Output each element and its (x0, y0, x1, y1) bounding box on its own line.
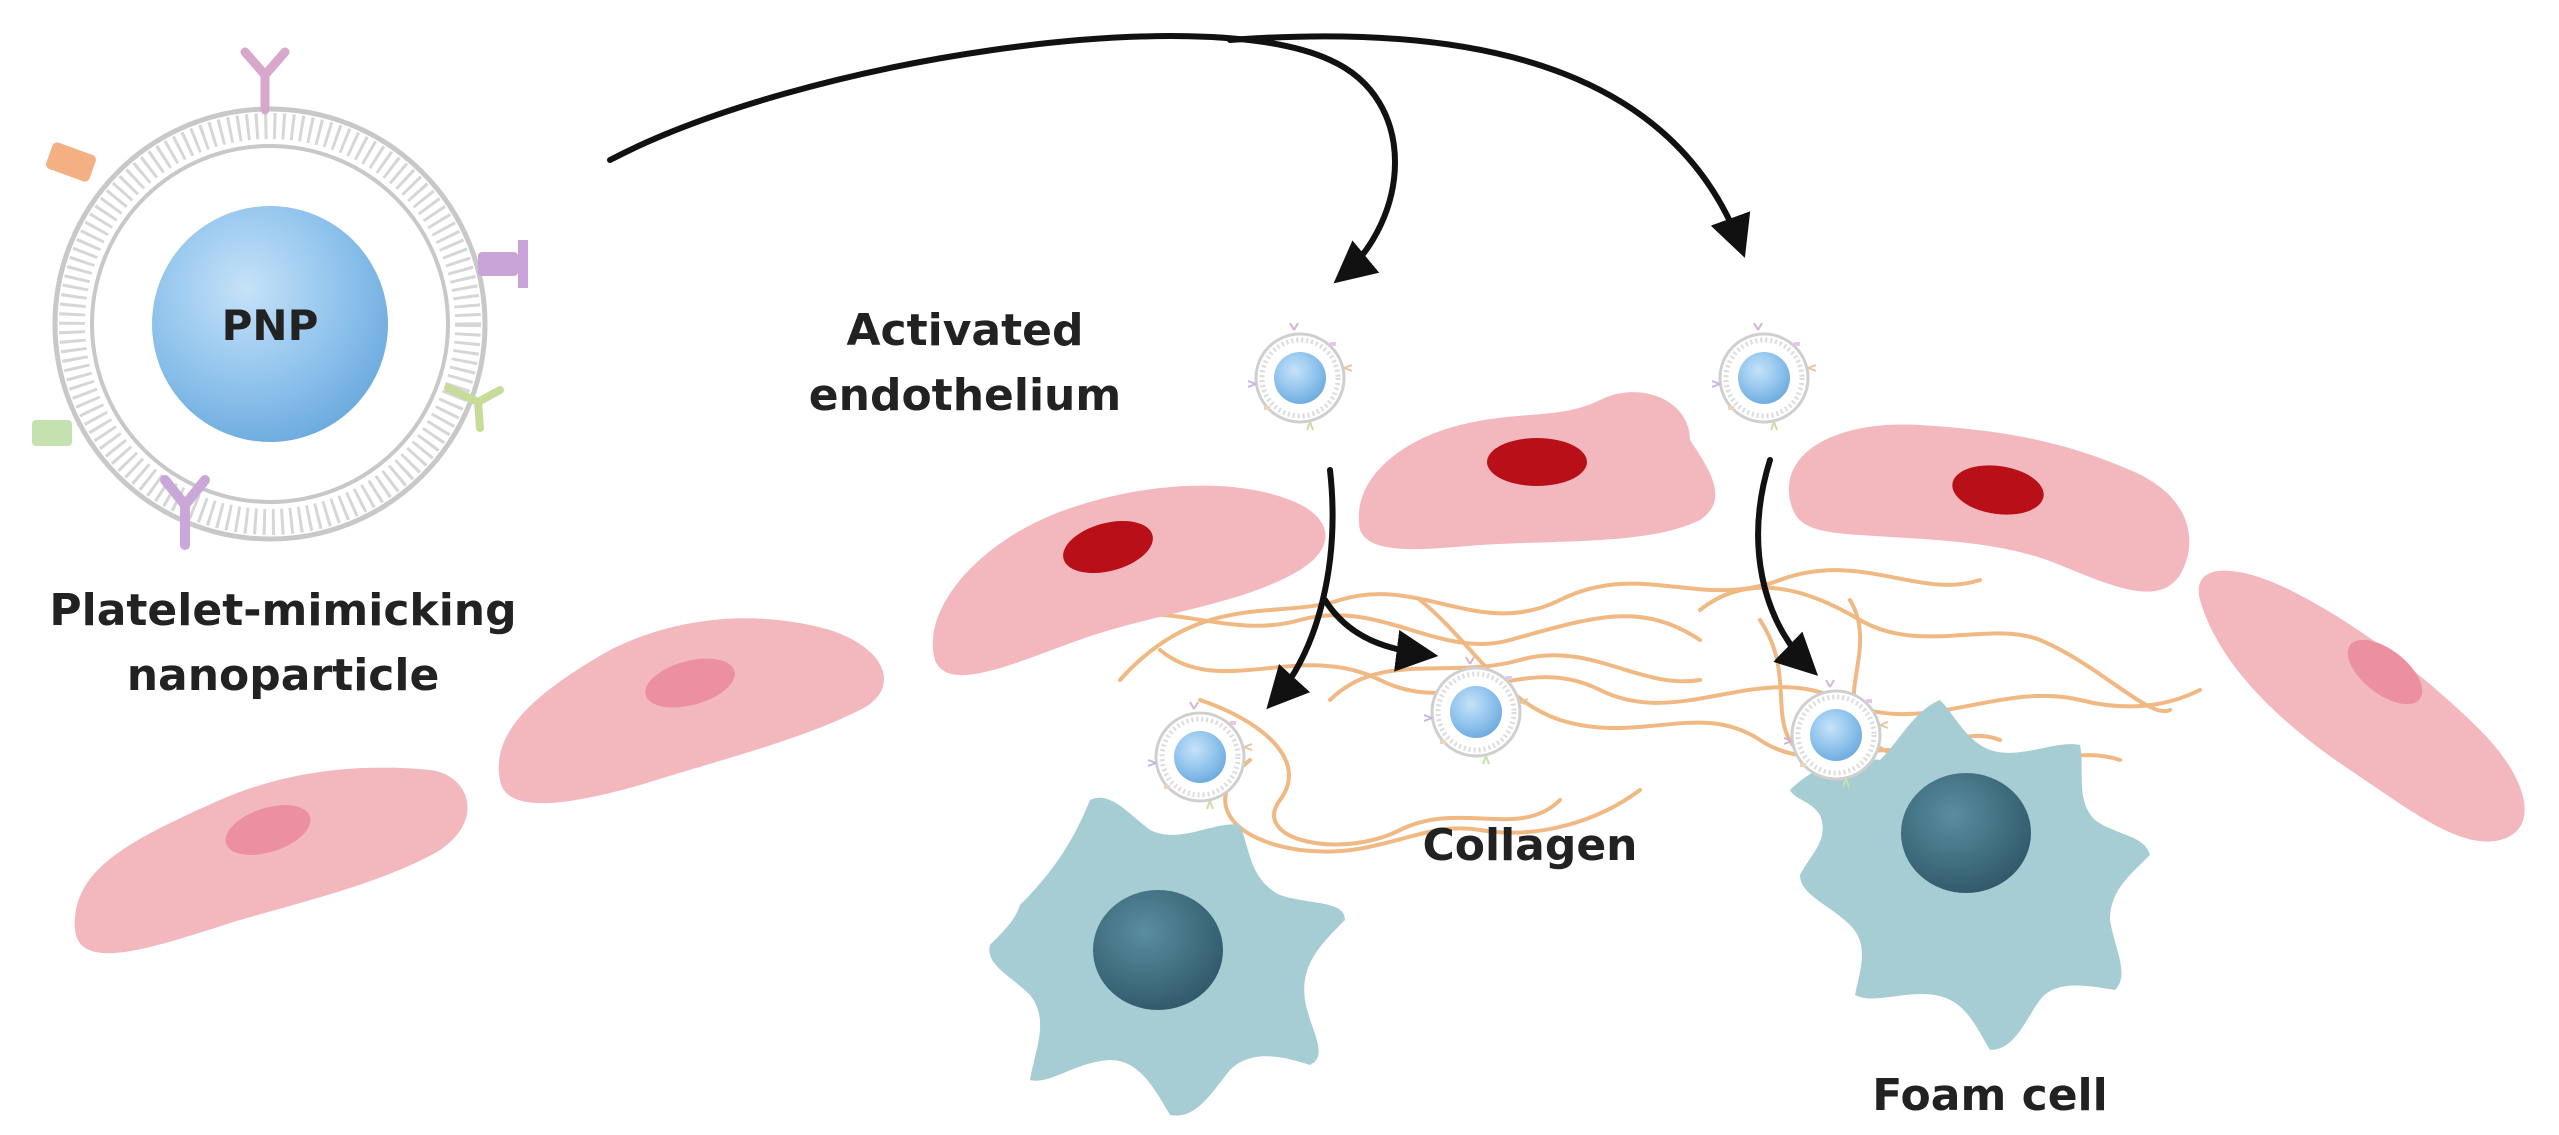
foam-cell-nucleus (1093, 890, 1223, 1010)
arrow-to-collagen (1322, 597, 1439, 672)
cell-nucleus (2347, 639, 2423, 705)
activated-endothelial-cell-1 (932, 485, 1326, 676)
endothelial-cell-3 (2198, 570, 2525, 842)
membrane-receptor-right (478, 240, 528, 288)
activated-nucleus (1487, 438, 1587, 486)
nanoparticle-bound-2 (1712, 323, 1816, 430)
pnp-large-nanoparticle: PNP (32, 47, 528, 550)
arrow-to-endothelium-1 (607, 33, 1398, 284)
nanoparticle-bound-1 (1248, 323, 1352, 430)
pnp-name-label-line1: Platelet-mimicking (49, 585, 516, 636)
foam-cell-label: Foam cell (1872, 1070, 2107, 1121)
activated-endothelial-cell-3 (1788, 424, 2190, 592)
arrow-to-endothelium-2 (1227, 33, 1751, 258)
nanoparticle-collagen (1424, 657, 1528, 764)
membrane-receptor-left (32, 420, 72, 446)
activated-nucleus (1952, 465, 2044, 515)
pnp-core-label: PNP (222, 301, 319, 350)
cell-nucleus (225, 805, 311, 855)
membrane-receptor-top (240, 47, 290, 115)
activated-endothelial-cell-2 (1358, 392, 1716, 550)
membrane-receptor-bottom (160, 475, 210, 550)
foam-cell-2 (1790, 700, 2150, 1050)
endothelium-label-line2: endothelium (809, 370, 1121, 421)
foam-cell-nucleus (1901, 773, 2031, 893)
foam-cell-1 (989, 797, 1345, 1116)
endothelial-cell-1 (74, 767, 468, 954)
activated-nucleus (1063, 520, 1153, 574)
targeting-arrows (607, 33, 1819, 710)
cell-nucleus (645, 658, 735, 708)
pnp-core (152, 206, 388, 442)
nanoparticle-foam-cell-1 (1148, 702, 1252, 809)
collagen-label: Collagen (1422, 820, 1637, 871)
membrane-receptor-upper-left (46, 142, 96, 182)
membrane-receptor-lower-right (444, 384, 504, 432)
endothelial-cell-2 (498, 618, 884, 804)
arrow-to-foam-cell-2 (1755, 457, 1819, 676)
endothelium-label-line1: Activated (847, 305, 1084, 356)
pnp-name-label-line2: nanoparticle (127, 650, 440, 701)
